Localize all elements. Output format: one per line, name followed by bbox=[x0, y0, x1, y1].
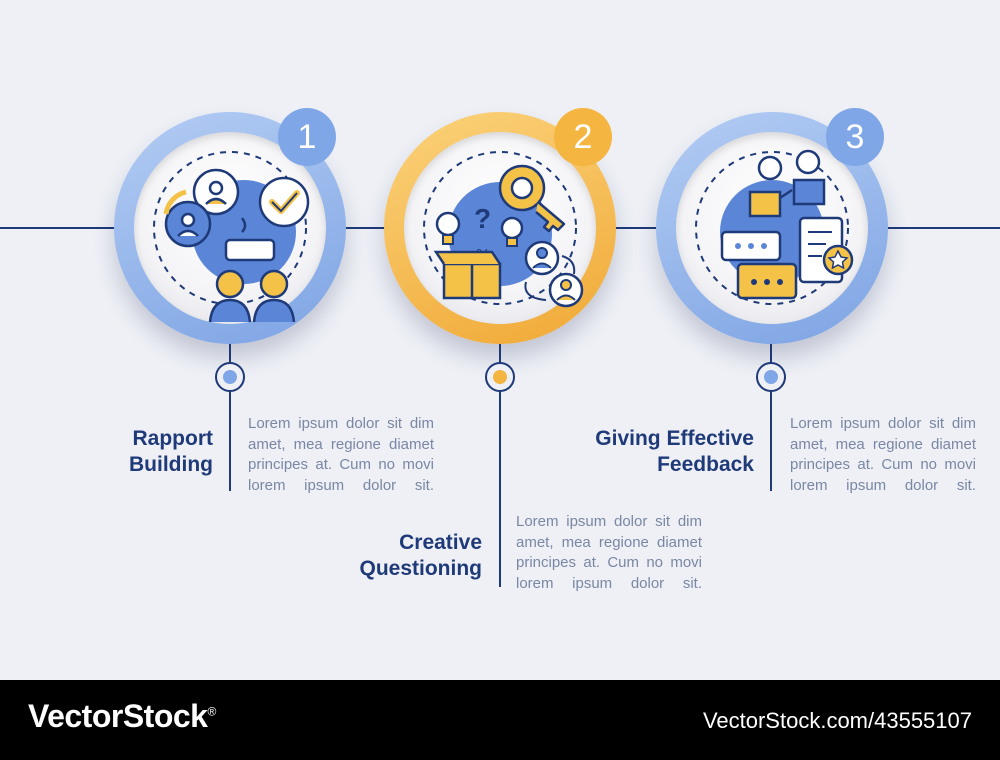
rapport-building-icon bbox=[153, 151, 310, 323]
step-3-title: Giving Effective Feedback bbox=[595, 427, 754, 476]
creative-questioning-icon: ? % bbox=[423, 151, 584, 308]
connector-2-top bbox=[499, 336, 501, 363]
giving-feedback-icon bbox=[695, 149, 854, 305]
step-1-title: Rapport Building bbox=[129, 427, 213, 476]
svg-text:?: ? bbox=[474, 203, 491, 234]
step-1-description: Lorem ipsum dolor sit dim amet, mea regi… bbox=[248, 415, 434, 494]
step-3-number-badge: 3 bbox=[826, 108, 884, 166]
timeline-line-mid-1 bbox=[340, 227, 390, 229]
step-2-description: Lorem ipsum dolor sit dim amet, mea regi… bbox=[516, 513, 702, 592]
step-3-description: Lorem ipsum dolor sit dim amet, mea regi… bbox=[790, 415, 976, 494]
timeline-line-left bbox=[0, 227, 120, 229]
timeline-line-mid-2 bbox=[610, 227, 662, 229]
connector-3-bottom bbox=[770, 391, 772, 491]
step-3-icon-frame bbox=[676, 132, 868, 324]
step-1-icon-frame bbox=[134, 132, 326, 324]
connector-1-bottom bbox=[229, 391, 231, 491]
connector-3-top bbox=[770, 336, 772, 363]
step-2-timeline-node bbox=[485, 362, 515, 392]
step-3-timeline-node bbox=[756, 362, 786, 392]
step-2-title: Creative Questioning bbox=[359, 531, 483, 580]
step-2-number-badge: 2 bbox=[554, 108, 612, 166]
step-2-icon-frame: ? % bbox=[404, 132, 596, 324]
step-1-number-badge: 1 bbox=[278, 108, 336, 166]
connector-1-top bbox=[229, 336, 231, 363]
connector-2-bottom bbox=[499, 391, 501, 587]
watermark-footer: VectorStock® VectorStock.com/43555107 bbox=[0, 680, 1000, 760]
footer-url: VectorStock.com/43555107 bbox=[702, 708, 972, 733]
step-1-timeline-node bbox=[215, 362, 245, 392]
step-2-circle: ? % bbox=[384, 112, 616, 344]
timeline-line-right bbox=[882, 227, 1000, 229]
footer-brand: VectorStock® bbox=[28, 698, 216, 734]
infographic-canvas: 1 Rapport Building Lorem ipsum dolor sit… bbox=[0, 108, 1000, 592]
